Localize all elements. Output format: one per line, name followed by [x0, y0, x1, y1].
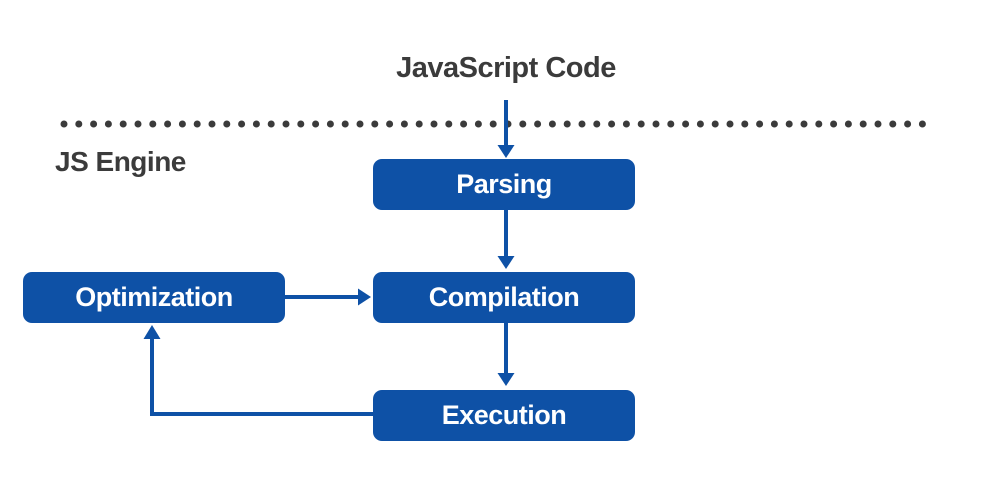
diagram-title: JavaScript Code: [396, 52, 616, 84]
node-execution: Execution: [373, 390, 635, 441]
arrow-parsing-to-compilation: [497, 210, 515, 269]
arrow-code-to-parsing: [497, 100, 515, 158]
arrow-compilation-to-execution: [497, 323, 515, 386]
arrow-execution-to-optimization: [143, 325, 373, 416]
node-parsing: Parsing: [373, 159, 635, 210]
node-compilation: Compilation: [373, 272, 635, 323]
js-engine-label: JS Engine: [55, 146, 186, 177]
node-optimization: Optimization: [23, 272, 285, 323]
arrow-optimization-to-compilation: [285, 288, 371, 306]
